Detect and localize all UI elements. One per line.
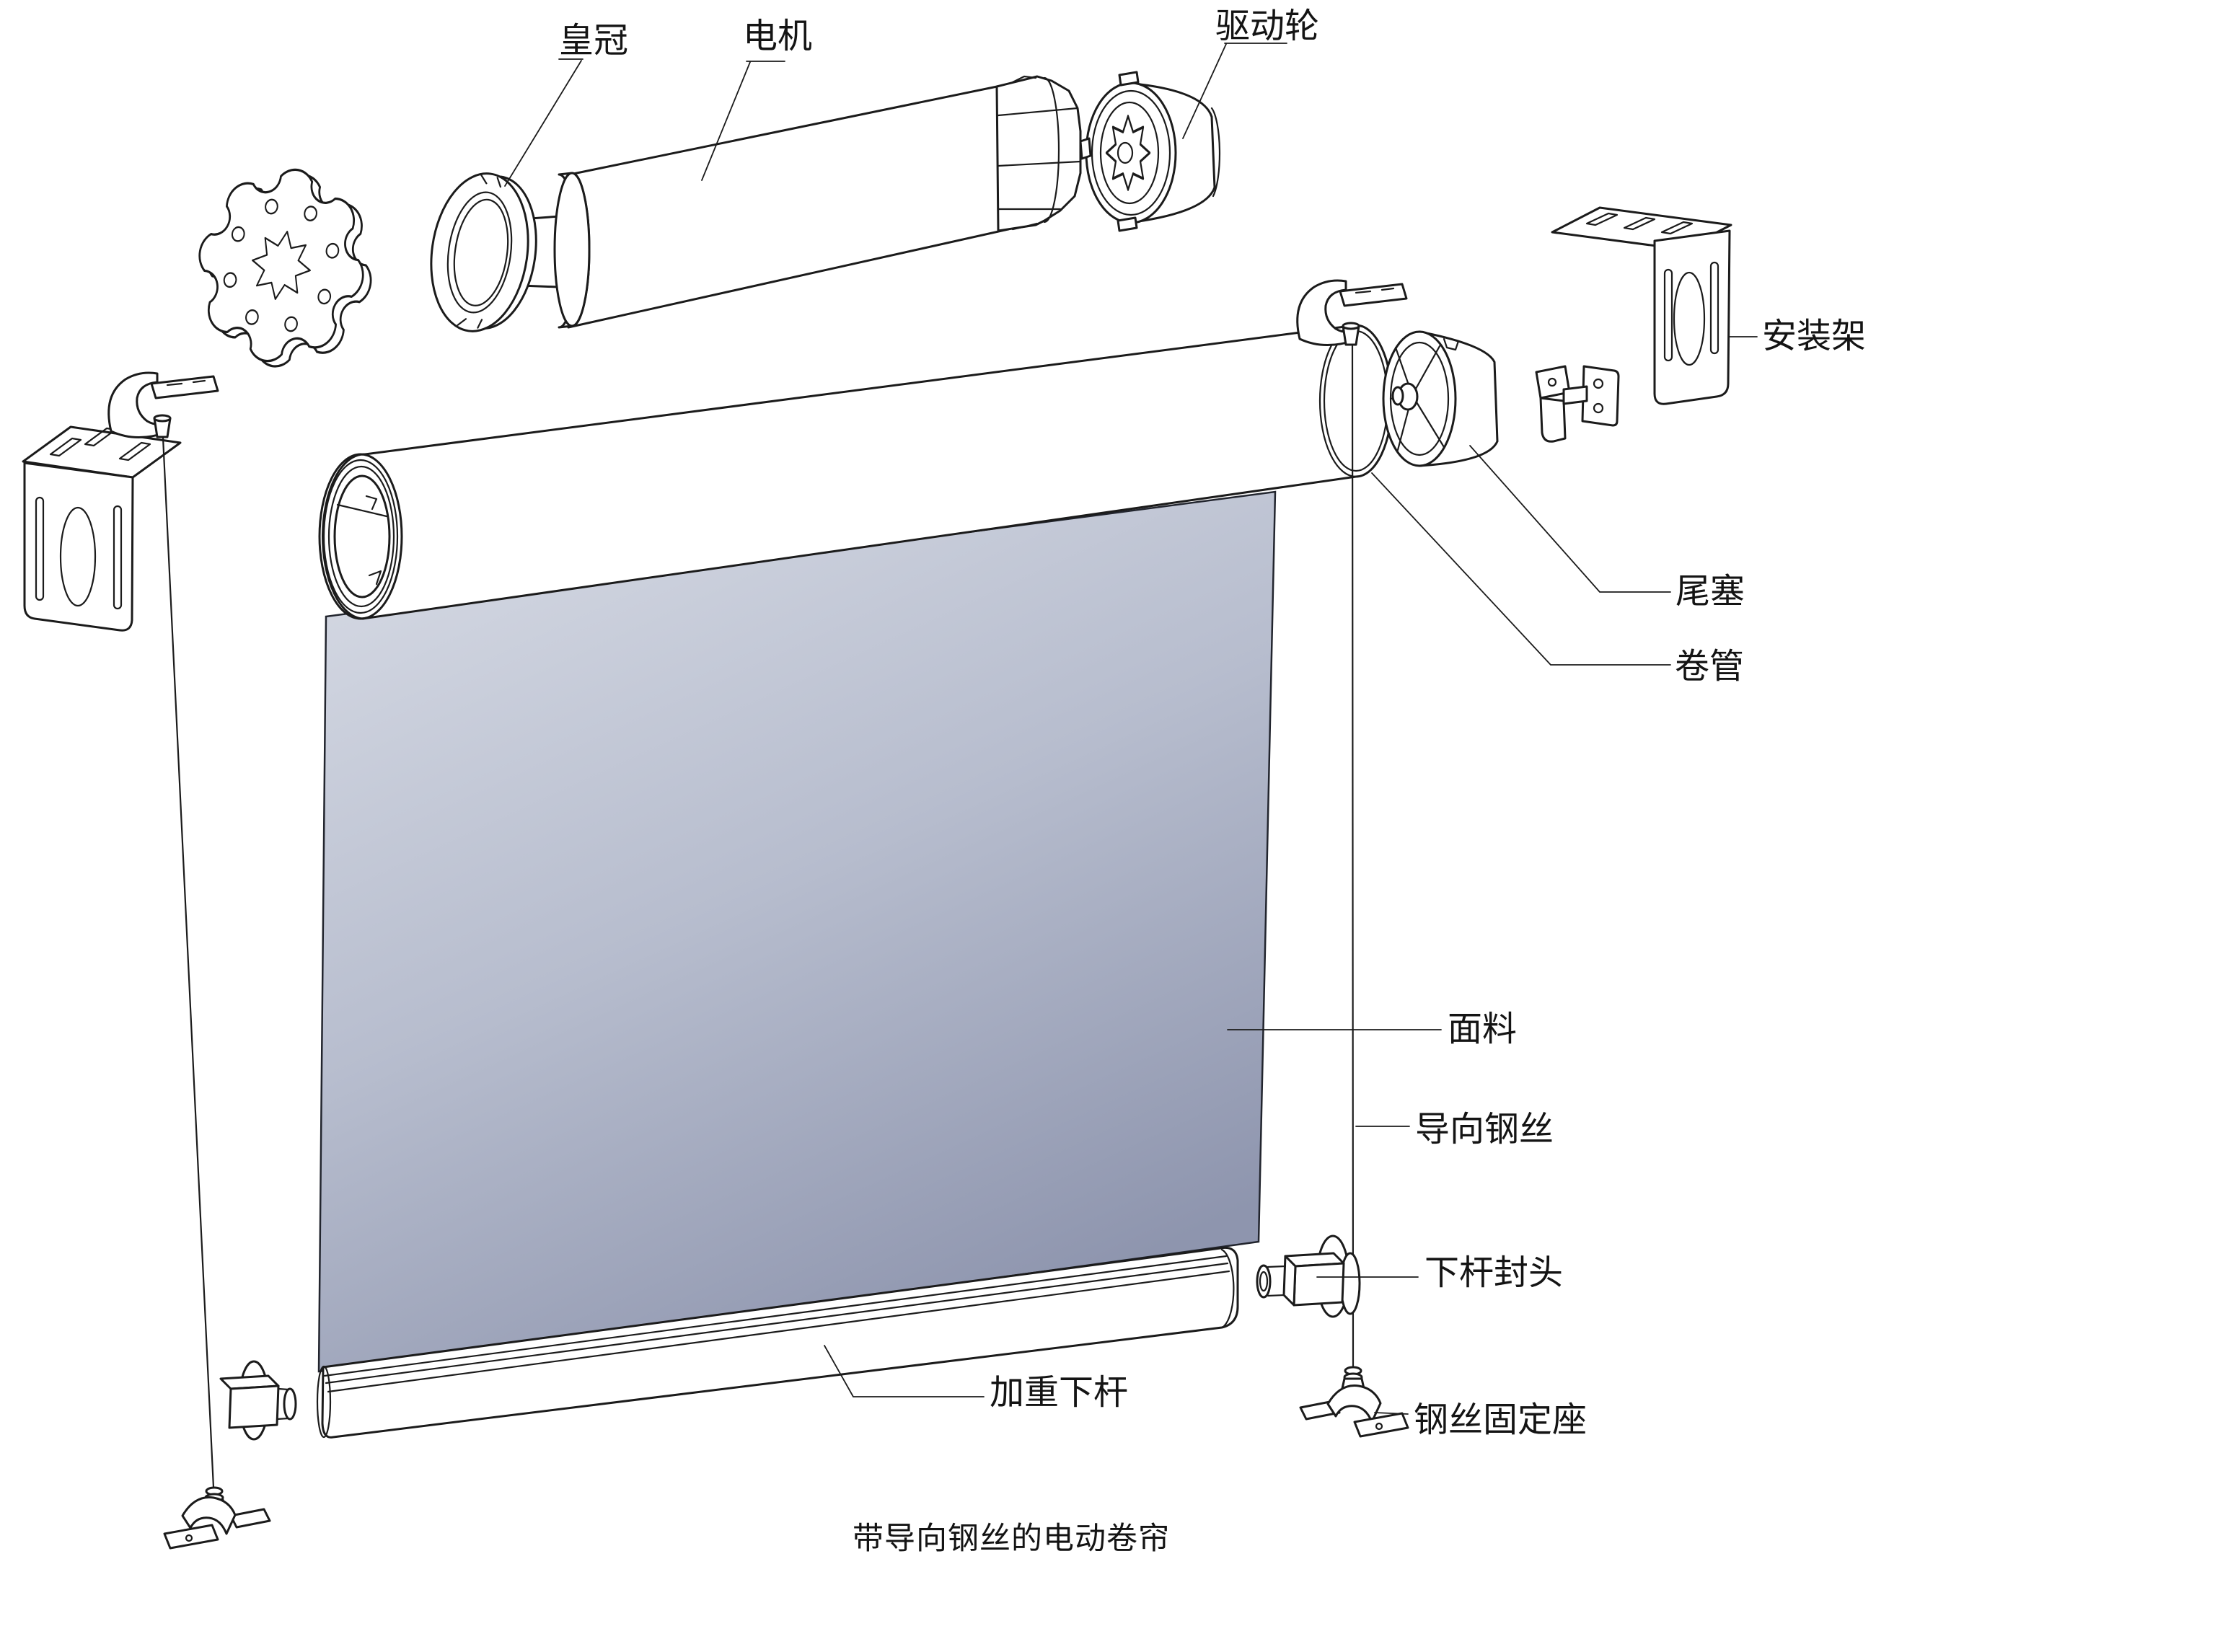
label-crown: 皇冠: [559, 22, 628, 60]
diagram-caption: 带导向钢丝的电动卷帘: [853, 1522, 1170, 1556]
leader-crown: [504, 58, 584, 187]
label-motor: 电机: [743, 17, 812, 56]
leader-tail-plug: [1469, 445, 1671, 593]
clamp-fitting: [1535, 365, 1620, 443]
right-mounting-bracket: [1551, 206, 1732, 405]
right-bar-end-cap: [1256, 1234, 1361, 1318]
label-fabric: 面料: [1448, 1010, 1517, 1048]
crown-ring: [430, 172, 537, 332]
label-wire-base: 钢丝固定座: [1414, 1401, 1587, 1439]
leader-weighted-bar: [824, 1345, 985, 1397]
drive-wheel: [1079, 71, 1221, 232]
label-weighted-bar: 加重下杆: [990, 1374, 1128, 1412]
left-wire-fixing-base: [163, 1486, 271, 1550]
label-guide-wire: 导向钢丝: [1415, 1110, 1554, 1149]
label-drive-wheel: 驱动轮: [1215, 7, 1319, 45]
fabric-panel: [317, 490, 1277, 1373]
right-wire-hanger: [1296, 279, 1408, 347]
right-guide-wire: [1351, 345, 1355, 1369]
left-mounting-bracket: [22, 425, 182, 632]
leader-drive-wheel: [1182, 43, 1287, 139]
left-wire-hanger: [107, 371, 219, 439]
right-wire-fixing-base: [1299, 1366, 1409, 1438]
leader-wire-base: [1374, 1412, 1409, 1415]
motor: [512, 75, 1082, 329]
leader-motor: [701, 61, 785, 181]
label-roller-tube: 卷管: [1675, 648, 1744, 686]
leader-roller-tube: [1371, 472, 1671, 666]
label-tail-plug: 尾塞: [1675, 573, 1745, 611]
tail-plug: [1382, 330, 1499, 467]
star-sprocket: [198, 168, 372, 368]
label-mounting-bracket: 安装架: [1762, 317, 1866, 355]
left-guide-wire: [162, 436, 215, 1489]
left-bar-end-cap: [219, 1360, 297, 1441]
labels: 皇冠 电机 驱动轮 安装架 尾塞 卷管 面料 导向钢丝 下杆封头 加重下杆 钢丝…: [559, 7, 1866, 1556]
label-bar-end-cap: 下杆封头: [1424, 1254, 1563, 1292]
weighted-bottom-bar: [316, 1246, 1239, 1439]
leader-lines: [504, 43, 1758, 1415]
